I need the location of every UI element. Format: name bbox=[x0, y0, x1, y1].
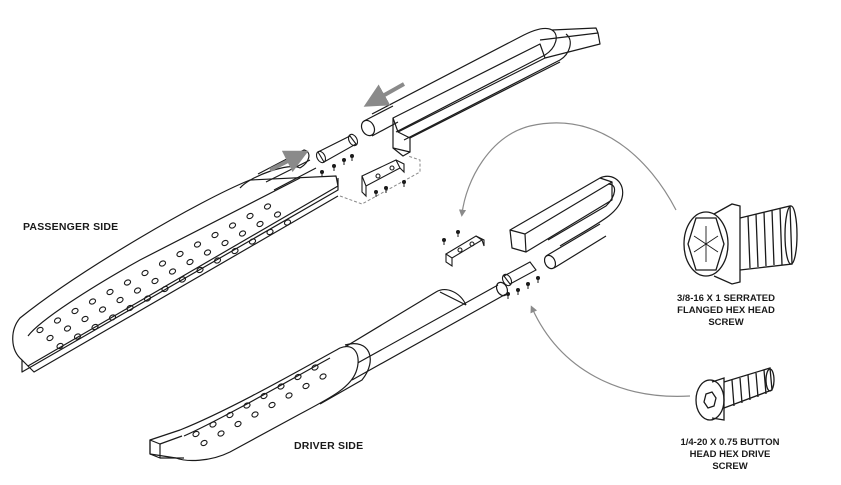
perforation-hole bbox=[226, 411, 234, 419]
perforation-hole bbox=[251, 411, 259, 418]
perforation-hole bbox=[98, 306, 107, 313]
perforation-hole bbox=[88, 298, 97, 305]
perforation-hole bbox=[176, 250, 184, 258]
arrow-passenger-front bbox=[269, 150, 309, 173]
perforation-hole bbox=[268, 401, 276, 409]
driver-side-label: DRIVER SIDE bbox=[294, 440, 364, 452]
perforation-hole bbox=[123, 279, 132, 286]
callout-line-flange bbox=[458, 122, 677, 217]
perforation-hole bbox=[63, 325, 72, 332]
perforation-hole bbox=[106, 288, 114, 296]
perforation-hole bbox=[193, 241, 202, 248]
perforation-hole bbox=[116, 296, 124, 304]
perforation-hole bbox=[294, 373, 302, 381]
bracket-outline-dashed bbox=[339, 155, 421, 205]
perforation-hole bbox=[228, 222, 237, 229]
perforation-hole bbox=[71, 307, 79, 315]
passenger-bracket bbox=[361, 159, 405, 198]
passenger-splice-pin bbox=[315, 133, 359, 164]
button-screw-line-3: SCREW bbox=[712, 461, 748, 472]
perforation-hole bbox=[256, 220, 264, 228]
driver-step-holes bbox=[192, 364, 327, 447]
perforation-hole bbox=[266, 228, 274, 236]
perforation-hole bbox=[81, 315, 89, 323]
perforation-hole bbox=[186, 258, 194, 266]
perforation-hole bbox=[243, 402, 251, 409]
flange-screw-line-3: SCREW bbox=[708, 317, 744, 328]
perforation-hole bbox=[221, 239, 229, 247]
perforation-hole bbox=[143, 295, 152, 302]
driver-splice-pin bbox=[501, 261, 537, 287]
perforation-hole bbox=[238, 230, 247, 237]
perforation-hole bbox=[246, 212, 254, 220]
perforation-hole bbox=[283, 219, 292, 226]
perforation-hole bbox=[211, 231, 219, 239]
perforation-hole bbox=[231, 247, 239, 255]
perforation-hole bbox=[273, 211, 282, 218]
perforation-hole bbox=[91, 323, 99, 331]
perforation-hole bbox=[56, 342, 64, 350]
perforation-hole bbox=[209, 421, 217, 428]
perforation-hole bbox=[260, 392, 268, 400]
perforation-hole bbox=[311, 364, 319, 371]
perforation-hole bbox=[196, 266, 204, 274]
perforation-hole bbox=[263, 203, 272, 210]
perforation-hole bbox=[192, 430, 200, 438]
perforation-hole bbox=[285, 392, 293, 399]
perforation-hole bbox=[108, 314, 117, 321]
perforation-hole bbox=[168, 268, 177, 275]
perforation-hole bbox=[126, 304, 134, 312]
button-screw-line-2: HEAD HEX DRIVE bbox=[689, 449, 771, 460]
button-screw-line-1: 1/4-20 X 0.75 BUTTON bbox=[680, 437, 780, 448]
perforation-hole bbox=[248, 238, 257, 245]
perforation-hole bbox=[161, 285, 169, 293]
arrow-passenger-rear bbox=[363, 82, 405, 107]
perforation-hole bbox=[133, 287, 142, 294]
perforation-hole bbox=[203, 249, 212, 256]
perforation-hole bbox=[53, 317, 62, 324]
callout-line-button bbox=[530, 305, 691, 397]
perforation-hole bbox=[213, 257, 222, 264]
perforation-hole bbox=[178, 276, 187, 283]
driver-side-step bbox=[149, 175, 624, 462]
perforation-hole bbox=[158, 260, 167, 267]
perforation-hole bbox=[277, 383, 285, 390]
button-head-hex-drive-screw-icon bbox=[695, 367, 775, 421]
button-screw-callout: 1/4-20 X 0.75 BUTTON HEAD HEX DRIVE SCRE… bbox=[665, 437, 795, 473]
perforation-hole bbox=[200, 439, 208, 447]
perforation-hole bbox=[36, 326, 44, 334]
flange-screw-callout: 3/8-16 X 1 SERRATED FLANGED HEX HEAD SCR… bbox=[661, 293, 791, 329]
flange-screw-line-1: 3/8-16 X 1 SERRATED bbox=[676, 293, 776, 304]
perforation-hole bbox=[141, 269, 149, 277]
perforation-hole bbox=[46, 334, 54, 342]
perforation-hole bbox=[234, 420, 242, 428]
small-screws bbox=[320, 154, 540, 299]
passenger-side-label: PASSENGER SIDE bbox=[23, 221, 119, 233]
passenger-side-step bbox=[12, 27, 601, 373]
driver-bracket bbox=[444, 235, 485, 268]
perforation-hole bbox=[302, 382, 310, 390]
passenger-step-holes bbox=[36, 203, 292, 350]
perforation-hole bbox=[73, 333, 82, 340]
perforation-hole bbox=[319, 373, 327, 380]
flanged-hex-head-screw-icon bbox=[683, 203, 798, 285]
flange-screw-line-2: FLANGED HEX HEAD bbox=[677, 305, 775, 316]
perforation-hole bbox=[217, 430, 225, 437]
perforation-hole bbox=[151, 277, 159, 285]
